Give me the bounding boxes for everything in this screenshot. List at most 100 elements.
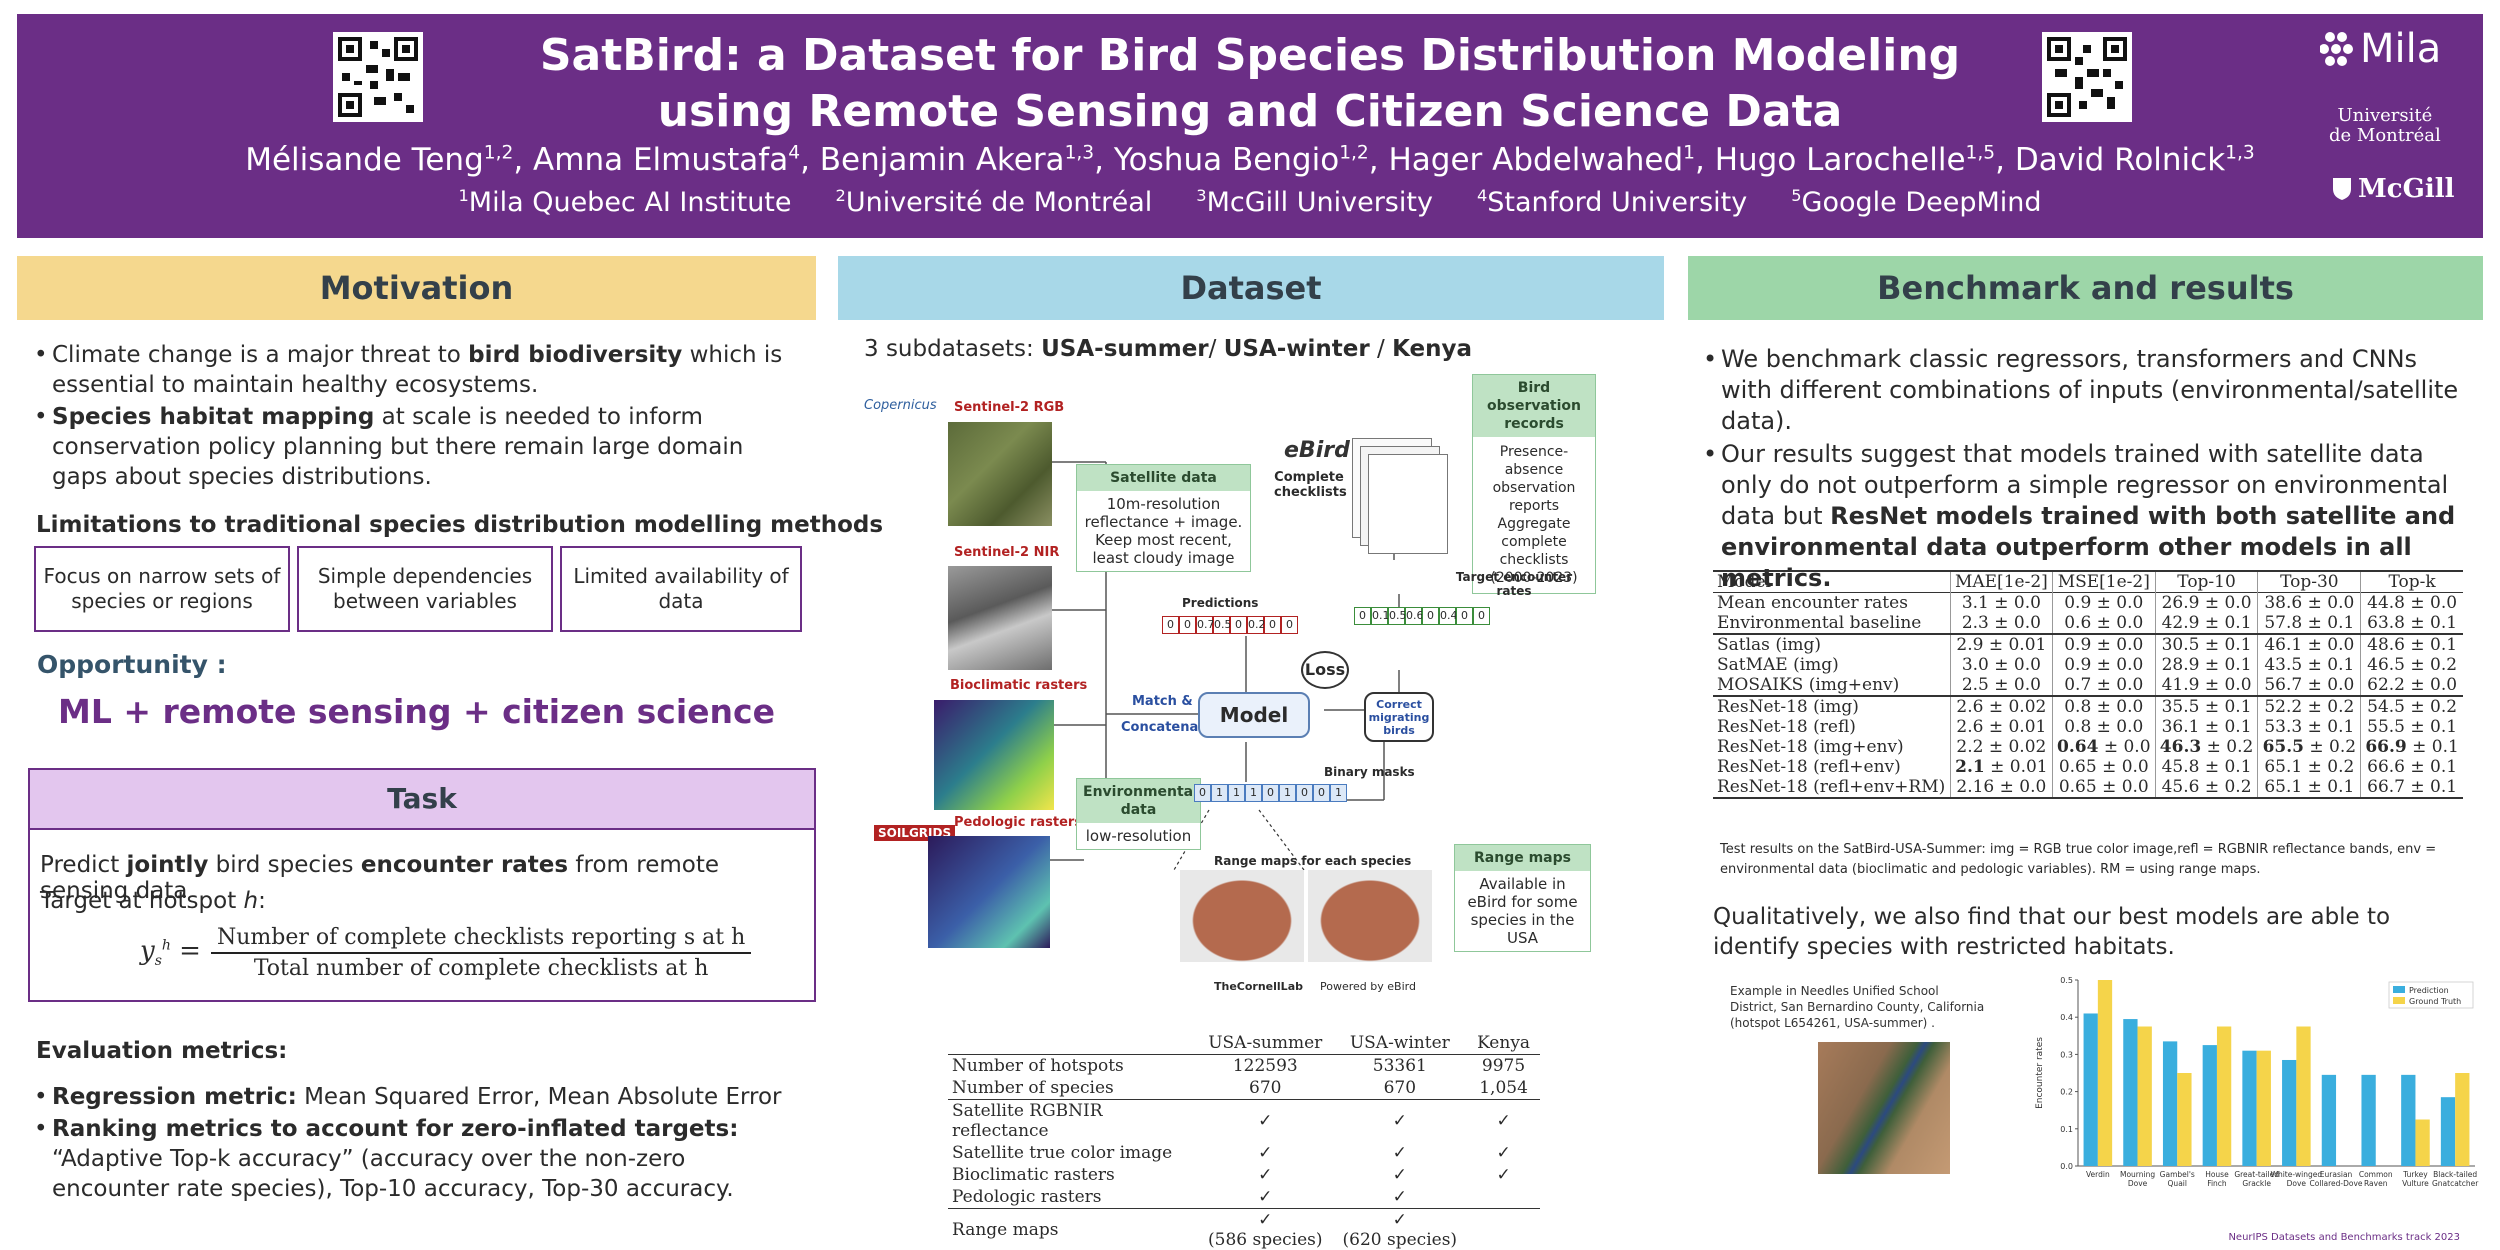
sentinel-nir-image [948,566,1052,670]
x-tick-label: Dove [2128,1179,2148,1188]
table-cell [1467,1208,1541,1250]
vector-cell: 0 [1422,607,1439,625]
x-tick-label: Turkey [2402,1170,2428,1179]
author-name: Yoshua Bengio [1113,142,1340,178]
environmental-data-text: low-resolution [1085,827,1192,845]
x-tick-label: Black-tailed [2433,1170,2477,1179]
table-cell: 3.1 ± 0.0 [1949,592,2053,613]
bar-prediction [2242,1050,2257,1166]
limitation-box-1: Focus on narrow sets of species or regio… [34,546,290,632]
table-cell: 9975 [1481,1056,1526,1076]
match-label: Match & [1132,694,1193,709]
table-cell: Satellite RGBNIR reflectance [948,1099,1198,1142]
vector-cell: 0 [1194,784,1211,802]
bar-prediction [2401,1074,2416,1166]
table-cell: 42.9 ± 0.1 [2154,613,2258,634]
table-cell: ✓ [1392,1165,1407,1185]
qr-code-right[interactable] [2042,32,2132,122]
author-name: David Rolnick [2014,142,2226,178]
mcgill-logo-text: McGill [2358,174,2455,204]
table-row: Bioclimatic rasters✓✓✓ [948,1164,1540,1186]
bullet-bold: Species habitat mapping [52,404,375,430]
vector-cell: 0 [1296,784,1313,802]
table-cell: 46.5 ± 0.2 [2360,655,2463,675]
motivation-heading: Motivation [17,256,816,320]
bar-prediction [2321,1074,2337,1166]
bullet-text: “Adaptive Top-k accuracy” (accuracy over… [52,1146,734,1202]
table-header-cell: Model [1717,572,1772,592]
x-tick-label: House [2205,1170,2229,1179]
affiliation: 3McGill University [1196,186,1433,218]
qr-code-icon [338,37,418,117]
range-maps-box: Range maps Available in eBird for some s… [1454,844,1591,952]
table-cell: 2.1 ± 0.01 [1949,757,2053,777]
x-tick-label: Common [2359,1170,2393,1179]
vector-cell: 0 [1179,616,1196,634]
author-name: Benjamin Akera [819,142,1065,178]
bar-prediction [2162,1041,2178,1166]
task-text: Target at hotspot [40,888,244,914]
vector-cell: 1 [1330,784,1347,802]
mcgill-logo: McGill [2332,174,2454,204]
table-cell: 26.9 ± 0.0 [2154,592,2258,613]
table-cell: 48.6 ± 0.1 [2360,633,2463,655]
loss-node: Loss [1301,651,1349,689]
table-cell: ResNet-18 (refl) [1717,717,1856,737]
satellite-data-box: Satellite data 10m-resolution reflectanc… [1076,464,1251,572]
table-cell: Range maps [948,1208,1198,1250]
table-cell: 35.5 ± 0.1 [2154,695,2258,717]
table-cell: 2.16 ± 0.0 [1949,777,2053,799]
table-cell: 0.9 ± 0.0 [2051,655,2156,675]
table-cell: 670 [1383,1078,1417,1098]
environmental-data-box: Environmental data low-resolution [1076,778,1201,850]
task-text: from remote sensing data [40,852,719,904]
qr-code-left[interactable] [333,32,423,122]
vector-cell: 0.1 [1371,607,1390,625]
x-tick-label: Quail [2168,1179,2187,1188]
x-tick-label: Grackle [2242,1179,2271,1188]
formula-denominator: Total number of complete checklists at h [253,956,709,981]
checklist-stack-icon [1352,438,1452,558]
x-tick-label: Dove [2287,1179,2307,1188]
table-cell: 670 [1249,1078,1282,1098]
table-header-cell: USA-winter [1332,1032,1468,1055]
table-cell [1467,1186,1540,1209]
subdataset-name: Kenya [1392,336,1473,362]
table-cell: 65.5 ± 0.2 [2257,737,2361,757]
affiliation-index: 1 [458,186,469,205]
formula-lhs: ysh = [140,936,201,970]
affiliation-name: Google DeepMind [1801,187,2042,218]
benchmark-bullets: We benchmark classic regressors, transfo… [1703,344,2473,596]
bar-ground-truth [2256,1050,2271,1166]
range-map-1 [1180,870,1304,962]
table-cell: ResNet-18 (img+env) [1717,737,1904,757]
x-tick-label: Finch [2207,1179,2227,1188]
bullet-text: Our results suggest that models trained … [1721,440,2449,530]
bar-prediction [2361,1074,2376,1166]
bar-prediction [2123,1019,2138,1166]
correct-migrating-label: Correct migrating birds [1368,698,1430,737]
author-name: Mélisande Teng [245,142,484,178]
title-line-1: SatBird: a Dataset for Bird Species Dist… [539,30,1961,81]
vector-cell: 0.42 [1439,607,1465,625]
table-cell: 53361 [1372,1056,1427,1076]
table-cell: 3.0 ± 0.0 [1949,655,2053,675]
sentinel-nir-label: Sentinel-2 NIR [954,545,1060,560]
table-cell: ResNet-18 (refl+env) [1717,757,1901,777]
table-cell: Number of species [952,1078,1114,1098]
evaluation-heading: Evaluation metrics: [36,1038,288,1064]
x-tick-label: Raven [2364,1179,2388,1188]
target-rates-label: Target encounter rates [1455,570,1573,598]
best-value: 66.9 [2365,737,2407,757]
udem-logo-line-1: Université [2337,105,2433,126]
table-header-cell: USA-summer [1198,1032,1333,1055]
opportunity-text: ML + remote sensing + citizen science [58,692,775,731]
task-italic: h [243,888,259,914]
x-tick-label: White-winged [2271,1170,2323,1179]
x-tick-label: Collared-Dove [2310,1179,2363,1188]
